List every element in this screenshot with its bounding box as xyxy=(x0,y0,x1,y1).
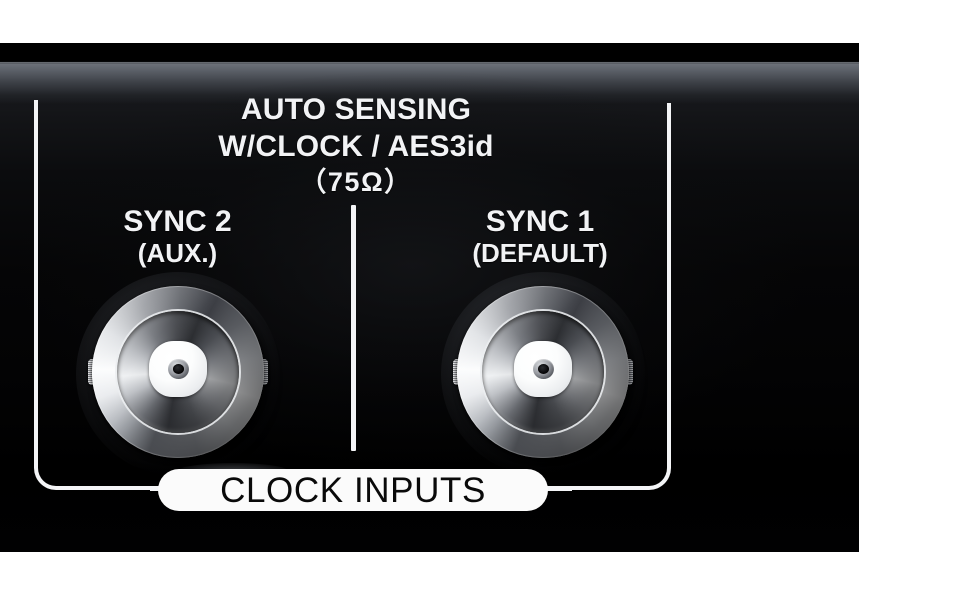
bnc-connector-sync-2[interactable] xyxy=(76,272,280,476)
bracket-right xyxy=(540,103,671,490)
bracket-tail-right xyxy=(530,487,572,491)
port-label-sync-1: SYNC 1 (DEFAULT) xyxy=(405,206,675,267)
port-label-sync-2: SYNC 2 (AUX.) xyxy=(55,206,300,267)
heading-line-1: AUTO SENSING xyxy=(240,93,472,126)
clock-inputs-panel: AUTO SENSING W/CLOCK / AES3id （75Ω） SYNC… xyxy=(0,43,859,552)
port-label-sync-2-title: SYNC 2 xyxy=(123,205,232,238)
bnc-center-pin-socket-icon xyxy=(538,364,549,374)
heading-line-2: W/CLOCK / AES3id xyxy=(218,130,494,163)
bnc-connector-sync-1[interactable] xyxy=(441,272,645,476)
bracket-left xyxy=(34,100,184,490)
panel-heading: AUTO SENSING W/CLOCK / AES3id （75Ω） xyxy=(0,95,712,196)
center-divider-line xyxy=(351,205,356,451)
heading-impedance: （75Ω） xyxy=(299,167,413,197)
port-label-sync-1-title: SYNC 1 xyxy=(485,205,595,238)
clock-inputs-badge: CLOCK INPUTS xyxy=(158,469,548,511)
port-label-sync-2-subtitle: (AUX.) xyxy=(137,238,218,269)
bnc-center-pin-socket-icon xyxy=(173,364,184,374)
port-label-sync-1-subtitle: (DEFAULT) xyxy=(472,238,608,269)
clock-inputs-badge-label: CLOCK INPUTS xyxy=(220,470,486,510)
